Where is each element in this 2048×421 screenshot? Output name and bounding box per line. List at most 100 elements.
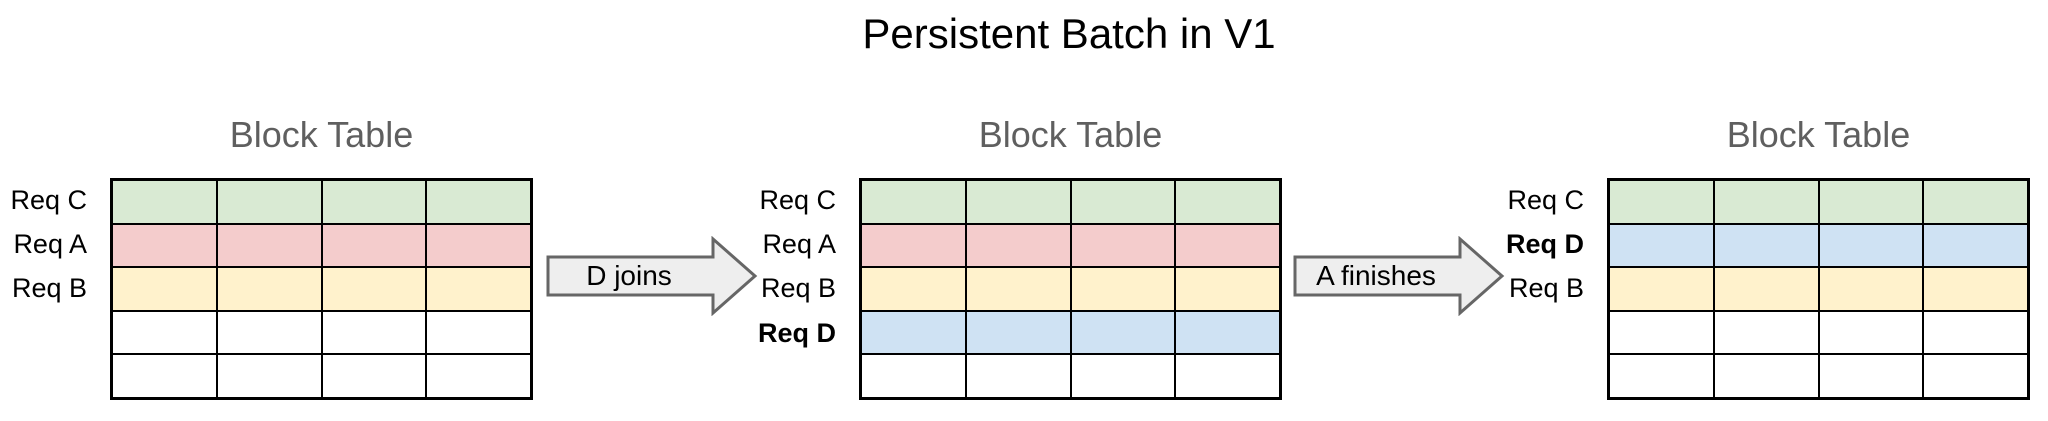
block-cell	[1924, 181, 2027, 223]
table-row	[862, 181, 1279, 225]
block-cell	[323, 181, 428, 223]
row-label: Req C	[10, 184, 87, 215]
block-cell	[862, 311, 967, 354]
block-cell	[1072, 355, 1177, 397]
block-cell	[1715, 181, 1820, 223]
arrow-shape	[1293, 236, 1505, 316]
block-cell	[427, 355, 530, 397]
block-cell	[1820, 224, 1925, 267]
table-row	[113, 181, 530, 225]
block-cell	[427, 225, 530, 267]
block-cell	[218, 311, 323, 354]
table-row	[862, 268, 1279, 312]
diagram-title: Persistent Batch in V1	[862, 10, 1276, 57]
arrow-label-a-finishes: A finishes	[1316, 260, 1436, 291]
block-cell	[1072, 268, 1177, 310]
block-cell	[1176, 355, 1279, 397]
block-cell	[1715, 355, 1820, 397]
block-table-caption: Block Table	[1726, 114, 1911, 155]
block-cell	[1610, 224, 1715, 267]
block-table-caption: Block Table	[978, 114, 1163, 155]
block-cell	[1820, 355, 1925, 397]
row-label	[709, 356, 836, 400]
block-cell	[323, 355, 428, 397]
block-cell	[1176, 225, 1279, 267]
row-label: Req C	[759, 184, 836, 215]
block-cell	[862, 181, 967, 223]
block-cell	[1610, 181, 1715, 223]
block-cell	[1924, 355, 2027, 397]
block-table-panel-3: Block Table Req C Req D Req B	[1457, 110, 2037, 410]
block-cell	[323, 224, 428, 267]
arrow-shape	[546, 236, 758, 316]
block-cell	[113, 224, 218, 267]
block-cell	[1072, 181, 1177, 223]
table-row	[113, 355, 530, 397]
block-cell	[218, 224, 323, 267]
table-row	[113, 311, 530, 356]
block-cell	[1176, 181, 1279, 223]
block-cell	[1715, 224, 1820, 267]
block-table-grid	[859, 178, 1282, 400]
block-cell	[113, 181, 218, 223]
block-cell	[967, 355, 1072, 397]
block-cell	[862, 224, 967, 267]
block-cell	[1924, 225, 2027, 267]
block-cell	[967, 268, 1072, 310]
row-label: Req D	[1505, 229, 1584, 260]
right-arrow-icon	[546, 236, 758, 316]
block-cell	[218, 355, 323, 397]
block-cell	[1176, 268, 1279, 310]
block-cell	[1715, 311, 1820, 354]
block-cell	[1610, 268, 1715, 310]
table-row	[1610, 181, 2027, 225]
block-cell	[1715, 268, 1820, 310]
block-cell	[427, 312, 530, 354]
block-table-grid	[110, 178, 533, 400]
block-table-grid	[1607, 178, 2030, 400]
block-cell	[967, 311, 1072, 354]
row-label	[1457, 311, 1584, 355]
block-cell	[427, 181, 530, 223]
block-table-caption: Block Table	[229, 114, 414, 155]
table-row	[1610, 311, 2027, 356]
table-row	[1610, 268, 2027, 312]
row-label	[1457, 356, 1584, 400]
block-table-panel-2: Block Table Req C Req A Req B Req D	[709, 110, 1289, 410]
row-label	[0, 356, 87, 400]
row-label: Req A	[762, 229, 836, 260]
table-row	[862, 224, 1279, 269]
row-label: Req B	[760, 273, 836, 304]
block-cell	[427, 268, 530, 310]
table-row	[1610, 224, 2027, 269]
block-cell	[1820, 311, 1925, 354]
block-cell	[113, 268, 218, 310]
block-cell	[1924, 312, 2027, 354]
block-cell	[967, 181, 1072, 223]
table-row	[1610, 355, 2027, 397]
block-cell	[1072, 311, 1177, 354]
row-label	[0, 311, 87, 355]
block-cell	[1610, 355, 1715, 397]
row-label: Req B	[11, 273, 87, 304]
table-row	[113, 224, 530, 269]
block-cell	[218, 268, 323, 310]
block-cell	[1176, 312, 1279, 354]
block-cell	[323, 268, 428, 310]
table-row	[862, 311, 1279, 356]
block-cell	[323, 311, 428, 354]
block-cell	[1072, 224, 1177, 267]
arrow-label-d-joins: D joins	[586, 260, 672, 291]
row-label: Req D	[757, 317, 836, 348]
table-row	[113, 268, 530, 312]
block-cell	[1610, 311, 1715, 354]
block-cell	[1820, 181, 1925, 223]
row-label: Req A	[13, 229, 87, 260]
block-cell	[862, 268, 967, 310]
block-table-panel-1: Block Table Req C Req A Req B	[0, 110, 540, 410]
block-cell	[1820, 268, 1925, 310]
block-cell	[113, 355, 218, 397]
row-label: Req B	[1508, 273, 1584, 304]
table-row	[862, 355, 1279, 397]
right-arrow-icon	[1293, 236, 1505, 316]
